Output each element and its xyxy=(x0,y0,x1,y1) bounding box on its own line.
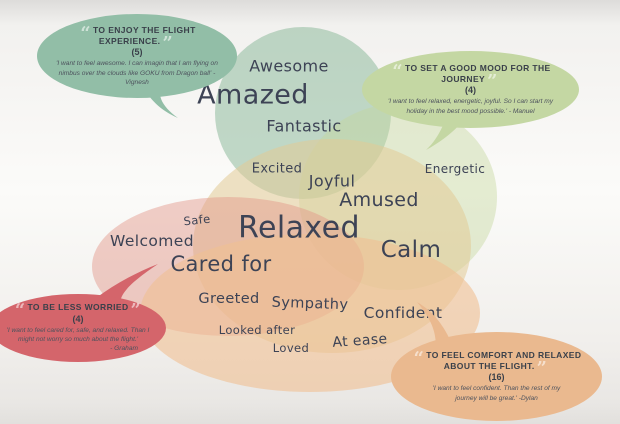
quote-text: 'I want to feel relaxed, energetic, joyf… xyxy=(387,98,554,115)
word-amused: Amused xyxy=(339,189,419,211)
bubble-heading-text: TO ENJOY THE FLIGHT EXPERIENCE. xyxy=(92,25,196,46)
word-greeted: Greeted xyxy=(198,291,260,307)
bubble-heading: “TO ENJOY THE FLIGHT EXPERIENCE.” xyxy=(51,22,223,52)
bubble-heading-text: TO FEEL COMFORT AND RELAXED ABOUT THE FL… xyxy=(426,350,582,371)
quote-text: 'I want to feel cared for, safe, and rel… xyxy=(6,326,150,344)
close-quote-icon: ” xyxy=(487,71,498,93)
word-fantastic: Fantastic xyxy=(266,116,342,136)
word-relaxed: Relaxed xyxy=(238,210,360,246)
speech-bubble-good-mood: “TO SET A GOOD MOOD FOR THE JOURNEY” (4)… xyxy=(362,51,579,128)
word-energetic: Energetic xyxy=(424,162,486,176)
bubble-quote: 'I want to feel confident. Than the rest… xyxy=(422,384,572,402)
bubble-heading: “TO BE LESS WORRIED” xyxy=(13,302,143,320)
close-quote-icon: ” xyxy=(536,358,548,380)
word-calm: Calm xyxy=(380,237,442,263)
bubble-heading-text: TO SET A GOOD MOOD FOR THE JOURNEY xyxy=(405,63,551,84)
quote-text: 'I want to feel confident. Than the rest… xyxy=(432,385,561,402)
close-quote-icon: ” xyxy=(130,300,142,322)
bubble-count: (16) xyxy=(488,372,505,383)
word-sympathy: Sympathy xyxy=(271,294,349,314)
open-quote-icon: “ xyxy=(392,60,404,82)
quote-text: 'I want to feel awesome. I can imagin th… xyxy=(56,60,218,77)
open-quote-icon: “ xyxy=(413,347,425,369)
bubble-quote: 'I want to feel cared for, safe, and rel… xyxy=(2,326,154,354)
word-excited: Excited xyxy=(251,161,303,177)
open-quote-icon: “ xyxy=(80,22,91,44)
word-welcomed: Welcomed xyxy=(110,232,194,250)
bubble-quote: 'I want to feel relaxed, energetic, joyf… xyxy=(378,97,563,115)
close-quote-icon: ” xyxy=(162,33,174,55)
word-confident: Confident xyxy=(363,304,443,322)
speech-bubble-less-worried: “TO BE LESS WORRIED” (4) 'I want to feel… xyxy=(0,294,166,362)
bubble-count: (4) xyxy=(72,313,84,324)
bubble-heading: “TO SET A GOOD MOOD FOR THE JOURNEY” xyxy=(378,60,563,90)
quote-author: -Vignesh xyxy=(125,69,216,86)
word-amazed: Amazed xyxy=(197,79,309,111)
quote-author: - Manuel xyxy=(507,107,535,115)
word-loved: Loved xyxy=(272,341,310,355)
bubble-quote: 'I want to feel awesome. I can imagin th… xyxy=(51,59,223,87)
speech-bubble-enjoy-flight: “TO ENJOY THE FLIGHT EXPERIENCE.” (5) 'I… xyxy=(37,14,237,98)
word-joyful: Joyful xyxy=(308,171,356,191)
word-looked-after: Looked after xyxy=(218,323,296,337)
word-awesome: Awesome xyxy=(249,56,329,76)
bubble-count: (4) xyxy=(465,85,476,96)
word-safe: Safe xyxy=(182,211,212,229)
quote-author: - Graham xyxy=(110,345,138,353)
bubble-heading-text: TO BE LESS WORRIED xyxy=(27,302,129,313)
quote-author: -Dylan xyxy=(516,394,538,402)
speech-bubble-comfort-relaxed: “TO FEEL COMFORT AND RELAXED ABOUT THE F… xyxy=(391,332,602,421)
bubble-heading: “TO FEEL COMFORT AND RELAXED ABOUT THE F… xyxy=(411,347,583,377)
bubble-count: (5) xyxy=(131,47,143,58)
open-quote-icon: “ xyxy=(14,300,26,322)
word-cared-for: Cared for xyxy=(170,252,272,276)
